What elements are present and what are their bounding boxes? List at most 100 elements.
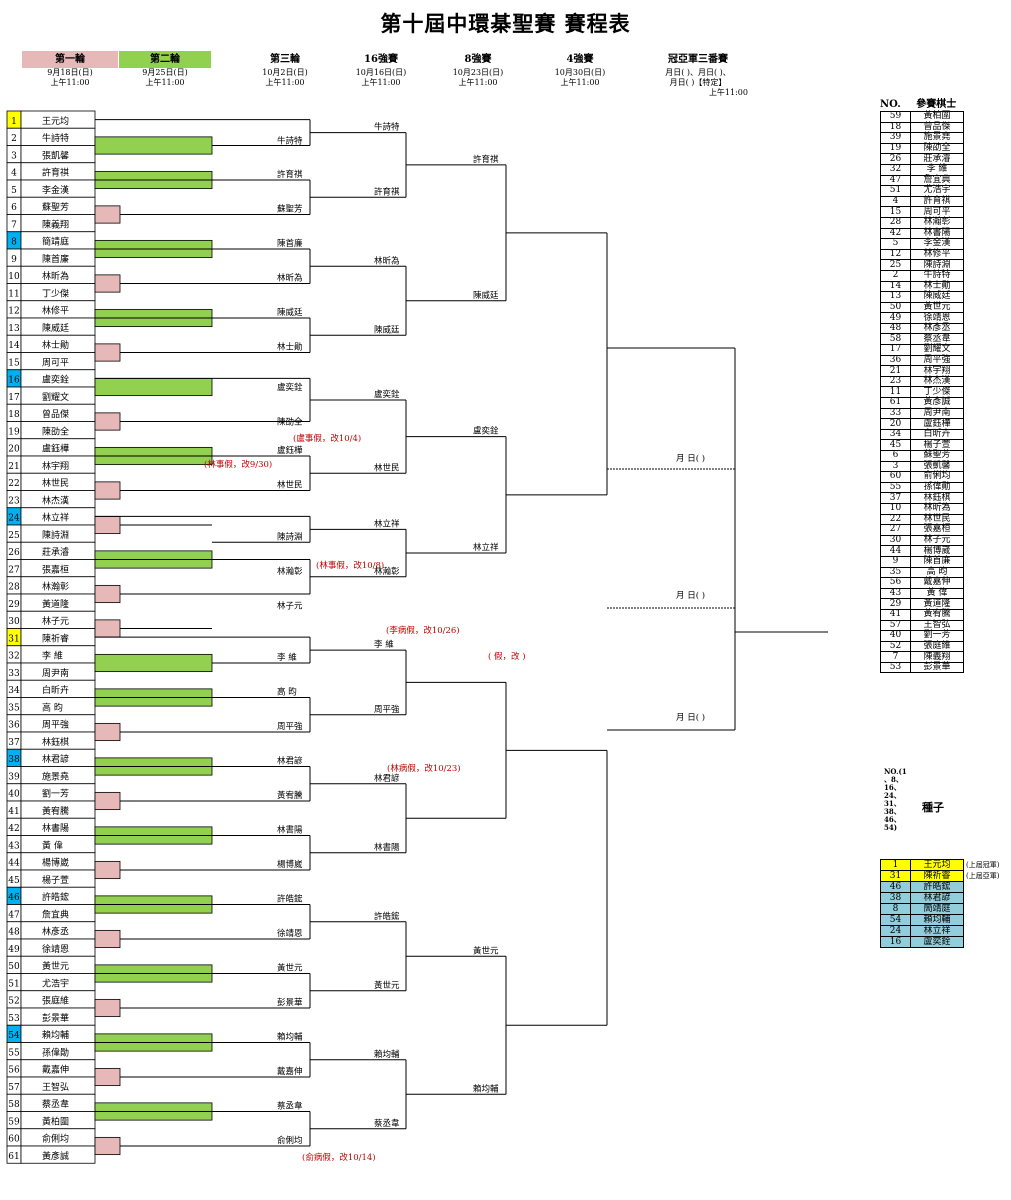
- entrant-no: 47: [8, 910, 20, 920]
- registry-name: 周尹南: [910, 407, 964, 420]
- entrant-name: 蔡丞韋: [42, 1098, 69, 1110]
- entrant-no: 49: [8, 945, 20, 955]
- seed-no: 24: [880, 925, 911, 937]
- entrant-name: 王元均: [42, 115, 69, 127]
- entrant-name: 許皓鋐: [42, 891, 69, 903]
- round-2-label: 第二輪: [119, 51, 211, 68]
- entrant-no: 16: [8, 376, 20, 386]
- registry-name: 周平強: [910, 354, 964, 367]
- entrant-no: 15: [8, 358, 20, 368]
- round-header-4: 4強賽 10月30日(日) 上午11:00: [535, 51, 625, 88]
- round-16-date: 10月16日(日): [355, 68, 407, 77]
- seed-note: [964, 882, 1002, 893]
- entrant-name: 簡靖庭: [42, 236, 69, 248]
- round1-match-box: [94, 860, 121, 880]
- r8-winner-label: 林立祥: [473, 542, 499, 553]
- registry-no: 60: [880, 471, 911, 483]
- seed-name: 盧奕銓: [910, 936, 964, 948]
- registry-name: 孫偉勛: [910, 481, 964, 494]
- round3-winner-label: 戴嘉伸: [277, 1066, 303, 1077]
- round3-winner-label: 李 維: [277, 652, 297, 663]
- entrant-name: 李金漢: [42, 184, 69, 196]
- registry-no: 3: [880, 460, 911, 473]
- entrant-no: 6: [11, 203, 17, 213]
- seed-name: 賴均輔: [910, 914, 964, 926]
- registry-name: 林士勛: [910, 280, 964, 293]
- r8-winner-label: 許育祺: [473, 154, 499, 165]
- round-2-date: 9月25日(日): [142, 68, 188, 77]
- entrant-name: 張凱馨: [42, 149, 69, 161]
- seed-no-label-line: 、8、: [884, 775, 903, 784]
- round-header-final: 冠亞軍三番賽 月日( )、月日( )、 月日( )【特定】 上午11:00: [648, 51, 748, 98]
- entrant-no: 10: [8, 272, 20, 282]
- round1-match-box: [94, 791, 121, 811]
- registry-name: 黃彥誠: [910, 397, 964, 409]
- registry-no: 26: [880, 153, 911, 165]
- seed-note: [964, 926, 1002, 937]
- registry-name: 楊子萱: [910, 439, 964, 451]
- entrant-name: 黃彥誠: [42, 1150, 69, 1162]
- registry-no: 4: [880, 195, 911, 208]
- entrant-name: 周平強: [42, 719, 69, 731]
- entrant-no: 40: [8, 790, 20, 800]
- round3-winner-label: 陳威廷: [277, 307, 303, 318]
- round3-winner-label: 林子元: [277, 600, 303, 611]
- entrant-name: 林子元: [42, 615, 69, 627]
- entrant-name: 莊承濬: [42, 546, 69, 558]
- entrant-no: 52: [8, 997, 19, 1007]
- r8-winner-label: 盧奕銓: [473, 426, 499, 437]
- entrant-name: 林立祥: [42, 512, 69, 524]
- registry-name: 張嘉桓: [910, 524, 964, 536]
- r16-winner-label: 盧奕銓: [374, 389, 400, 400]
- round3-winner-label: 高 昀: [277, 687, 297, 698]
- final-date-2: 月 日( ): [676, 590, 705, 601]
- registry-name: 黃柏圍: [910, 111, 964, 123]
- registry-name: 黃世元: [910, 301, 964, 314]
- seed-no-label-line: 38、: [884, 807, 901, 816]
- entrant-no: 55: [8, 1048, 20, 1058]
- round-header-3: 第三輪 10月2日(日) 上午11:00: [240, 51, 330, 88]
- seed-no: 16: [880, 936, 911, 948]
- entrant-name: 林彥丞: [42, 926, 69, 938]
- schedule-note: (林病假，改10/23): [387, 763, 461, 774]
- entrant-name: 陳首廉: [42, 253, 69, 265]
- round-3-label: 第三輪: [270, 54, 300, 65]
- round-16-label: 16強賽: [364, 54, 398, 65]
- registry-no: 58: [880, 333, 911, 346]
- entrant-no: 32: [8, 652, 19, 662]
- registry-no: 40: [880, 630, 911, 642]
- round1-match-box: [94, 481, 121, 500]
- entrant-no: 1: [11, 117, 17, 127]
- r16-winner-label: 李 維: [374, 639, 394, 650]
- registry-no: 45: [880, 439, 911, 451]
- round2-match-box: [94, 136, 213, 155]
- entrant-name: 白昕卉: [42, 684, 69, 696]
- round1-match-box: [94, 412, 121, 431]
- registry-header: NO. 參賽棋士: [880, 95, 960, 110]
- entrant-no: 30: [8, 617, 20, 627]
- entrant-no: 53: [8, 1014, 20, 1024]
- registry-no: 47: [880, 174, 911, 187]
- registry-name: 戴嘉伸: [910, 577, 964, 589]
- registry-name: 陳詩淵: [910, 259, 964, 271]
- entrant-name: 賴均輔: [42, 1029, 69, 1041]
- entrant-name: 孫偉勛: [42, 1046, 69, 1058]
- seed-no: 46: [880, 881, 911, 893]
- seed-no-label-line: NO.(1: [884, 767, 907, 776]
- entrant-no: 41: [8, 807, 19, 817]
